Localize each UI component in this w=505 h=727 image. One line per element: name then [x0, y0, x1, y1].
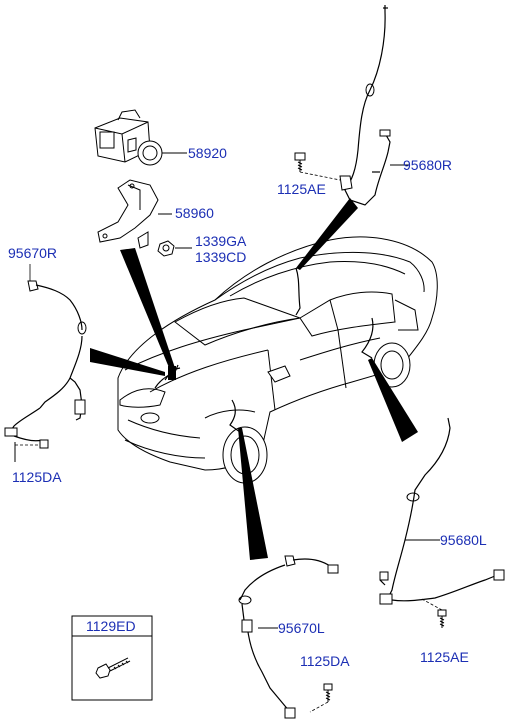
wedge-rl	[368, 358, 418, 442]
pointer-wedges	[90, 198, 418, 560]
sensor-front-left	[238, 555, 339, 719]
label-bolt-rr: 1125AE	[277, 181, 326, 197]
label-sensor-fr: 95670R	[8, 245, 57, 261]
label-abs-module: 58920	[188, 145, 227, 161]
legend-bolt-icon	[95, 657, 131, 679]
label-bolt-fl: 1125DA	[300, 653, 350, 669]
label-nut-a: 1339GA	[195, 233, 247, 249]
legend-part-label: 1129ED	[86, 618, 136, 634]
sensor-front-right	[4, 280, 87, 449]
abs-bracket	[97, 179, 172, 249]
abs-module	[94, 109, 187, 166]
legend-box: 1129ED	[71, 615, 153, 701]
label-bolt-fr: 1125DA	[12, 469, 62, 485]
wedge-fr	[90, 348, 165, 376]
wedge-fl	[238, 428, 268, 560]
wedge-rr	[296, 198, 358, 270]
bolt-rear-left	[419, 597, 447, 628]
sensor-rear-left	[379, 417, 505, 605]
bolt-front-right	[14, 442, 40, 462]
wedge-abs	[120, 248, 175, 370]
label-sensor-rr: 95680R	[403, 157, 452, 173]
label-bracket: 58960	[175, 205, 214, 221]
label-nut-b: 1339CD	[195, 249, 246, 265]
label-bolt-rl: 1125AE	[420, 649, 469, 665]
label-sensor-fl: 95670L	[278, 620, 325, 636]
label-sensor-rl: 95680L	[440, 532, 487, 548]
nut	[157, 240, 192, 257]
sensor-rear-right	[339, 5, 410, 206]
bolt-front-left	[309, 683, 333, 713]
bolt-rear-right	[294, 152, 341, 181]
